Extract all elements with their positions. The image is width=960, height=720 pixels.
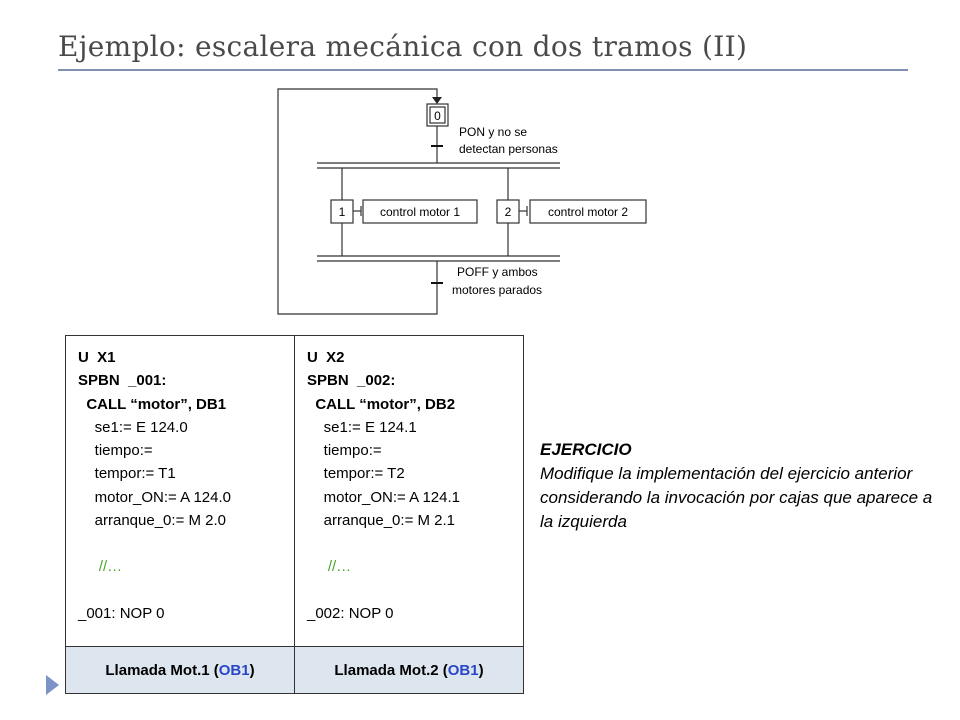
ob1-label: OB1 xyxy=(447,661,479,679)
footer-text: Llamada Mot.2 ( xyxy=(334,661,448,679)
code-table: U X1 SPBN _001: CALL “motor”, DB1 se1:= … xyxy=(65,335,524,694)
bullet-triangle-icon xyxy=(46,675,59,695)
action-2-box xyxy=(529,199,647,224)
code-line: tiempo:= xyxy=(78,442,153,460)
code-line: _002: NOP 0 xyxy=(307,604,394,622)
footer-call-motor-2: Llamada Mot.2 (OB1) xyxy=(294,646,524,694)
code-line: motor_ON:= A 124.0 xyxy=(78,488,232,506)
footer-text: Llamada Mot.1 ( xyxy=(105,661,219,679)
footer-close: ) xyxy=(478,661,484,679)
code-line: CALL “motor”, DB2 xyxy=(307,395,456,413)
step-1-label: 1 xyxy=(339,205,346,219)
exercise-box: EJERCICIO Modifique la implementación de… xyxy=(540,438,940,534)
code-line: arranque_0:= M 2.1 xyxy=(307,512,456,530)
action-1-box xyxy=(362,199,478,224)
transition-1-line2: detectan personas xyxy=(459,142,558,156)
code-block-motor-1: U X1 SPBN _001: CALL “motor”, DB1 se1:= … xyxy=(65,335,295,647)
code-line: U X2 xyxy=(307,349,345,366)
code-line-blank xyxy=(78,532,294,555)
code-line: tempor:= T1 xyxy=(78,465,176,483)
code-line: tiempo:= xyxy=(307,442,382,460)
code-line: SPBN _001: xyxy=(78,372,167,390)
grafcet-return-loop xyxy=(277,88,438,315)
footer-call-motor-1: Llamada Mot.1 (OB1) xyxy=(65,646,295,694)
ob1-label: OB1 xyxy=(218,661,250,679)
transition-1-line1: PON y no se xyxy=(459,125,527,139)
code-line: U X1 xyxy=(78,349,116,366)
code-line: CALL “motor”, DB1 xyxy=(78,395,227,413)
transition-2-line2: motores parados xyxy=(452,283,542,297)
transition-2-line1: POFF y ambos xyxy=(457,265,538,279)
code-comment: //… xyxy=(78,558,123,576)
code-line: motor_ON:= A 124.1 xyxy=(307,488,461,506)
code-line: se1:= E 124.1 xyxy=(307,418,417,436)
exercise-body: Modifique la implementación del ejercici… xyxy=(540,464,933,531)
step-2-label: 2 xyxy=(505,205,512,219)
code-line: se1:= E 124.0 xyxy=(78,418,188,436)
title-underline xyxy=(58,69,908,71)
step-0-label: 0 xyxy=(434,109,441,123)
action-2-label: control motor 2 xyxy=(548,205,628,219)
action-1-label: control motor 1 xyxy=(380,205,460,219)
code-comment: //… xyxy=(307,558,352,576)
code-line: tempor:= T2 xyxy=(307,465,405,483)
slide-title: Ejemplo: escalera mecánica con dos tramo… xyxy=(58,30,748,63)
code-line: SPBN _002: xyxy=(307,372,396,390)
step-0-inner xyxy=(429,106,446,124)
code-line-blank xyxy=(307,579,523,602)
code-line: _001: NOP 0 xyxy=(78,604,165,622)
code-block-motor-2: U X2 SPBN _002: CALL “motor”, DB2 se1:= … xyxy=(294,335,524,647)
footer-close: ) xyxy=(249,661,255,679)
code-line-blank xyxy=(307,532,523,555)
code-line-blank xyxy=(78,579,294,602)
code-line: arranque_0:= M 2.0 xyxy=(78,512,227,530)
arrow-down-icon xyxy=(432,97,442,104)
exercise-title: EJERCICIO xyxy=(540,440,632,459)
